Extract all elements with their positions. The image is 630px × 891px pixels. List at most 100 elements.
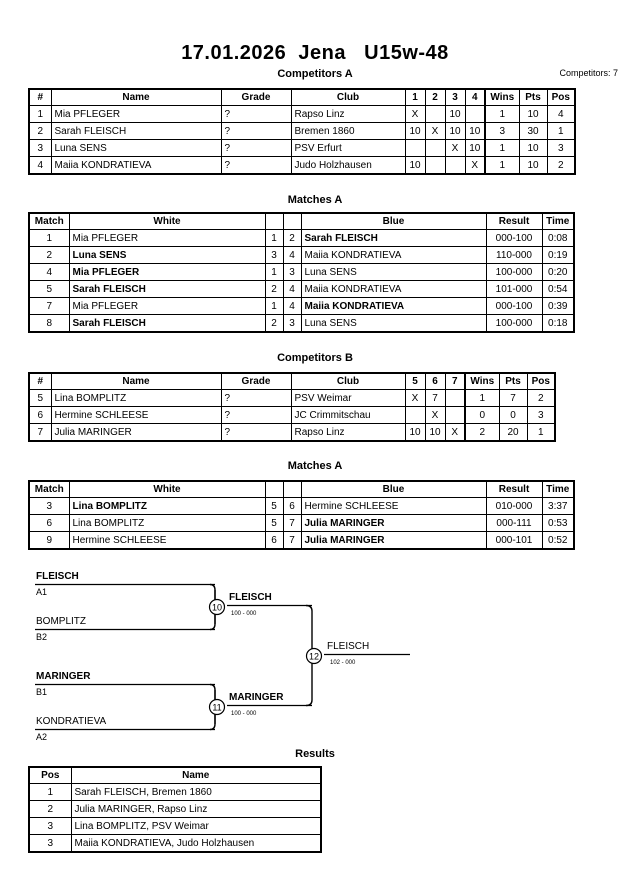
- cell-grade: ?: [220, 105, 292, 123]
- cell-name: Luna SENS: [50, 139, 222, 157]
- bracket-match-number-final: 12: [309, 652, 319, 662]
- cell-club: PSV Weimar: [290, 389, 406, 407]
- col-opp-3: 3: [444, 88, 466, 106]
- col-pts: Pts: [498, 372, 528, 390]
- cell-time: 0:39: [541, 297, 575, 315]
- cell-match-number: 3: [28, 497, 70, 515]
- bracket-entrant-seed-2: B1: [36, 687, 47, 697]
- col-grade: Grade: [220, 372, 292, 390]
- col-white-num: [264, 480, 284, 498]
- cell-position: 1: [28, 783, 72, 801]
- cell-blue-competitor: Maiia KONDRATIEVA: [300, 246, 487, 264]
- competitors-b-caption: Competitors B: [277, 352, 353, 364]
- cell-result: 000-101: [485, 531, 543, 550]
- col-time: Time: [541, 212, 575, 230]
- cell-num: 7: [28, 423, 52, 442]
- cell-pos: 1: [526, 423, 556, 442]
- cell-opponent-result: X: [404, 389, 426, 407]
- cell-num: 5: [28, 389, 52, 407]
- bracket-entrant-name-0: FLEISCH: [36, 571, 79, 582]
- cell-match-number: 7: [28, 297, 70, 315]
- bracket-entrant-seed-3: A2: [36, 732, 47, 741]
- col-name: Name: [70, 766, 322, 784]
- cell-num: 3: [28, 139, 52, 157]
- page-title: 17.01.2026 Jena U15w-48: [181, 42, 449, 64]
- cell-name: Hermine SCHLEESE: [50, 406, 222, 424]
- cell-blue-seed: 3: [282, 314, 302, 333]
- cell-match-number: 2: [28, 246, 70, 264]
- cell-pts: 0: [498, 406, 528, 424]
- cell-time: 3:37: [541, 497, 575, 515]
- cell-blue-seed: 3: [282, 263, 302, 281]
- col-opp-5: 5: [404, 372, 426, 390]
- cell-grade: ?: [220, 389, 292, 407]
- col-opp-1: 1: [404, 88, 426, 106]
- cell-white-seed: 2: [264, 280, 284, 298]
- col-opp-7: 7: [444, 372, 466, 390]
- cell-blue-competitor: Julia MARINGER: [300, 531, 487, 550]
- cell-time: 0:18: [541, 314, 575, 333]
- cell-match-number: 1: [28, 229, 70, 247]
- cell-wins: 1: [484, 105, 520, 123]
- cell-num: 6: [28, 406, 52, 424]
- col-white: White: [68, 212, 266, 230]
- cell-blue-competitor: Maiia KONDRATIEVA: [300, 280, 487, 298]
- cell-match-number: 4: [28, 263, 70, 281]
- cell-match-number: 8: [28, 314, 70, 333]
- bracket-match-number-1: 11: [212, 703, 221, 713]
- cell-result: 000-100: [485, 229, 543, 247]
- cell-result: 100-000: [485, 263, 543, 281]
- cell-blue-seed: 7: [282, 531, 302, 550]
- col-opp-2: 2: [424, 88, 446, 106]
- col-result: Result: [485, 480, 543, 498]
- cell-pts: 10: [518, 139, 548, 157]
- cell-num: 4: [28, 156, 52, 175]
- cell-blue-seed: 2: [282, 229, 302, 247]
- cell-white-seed: 1: [264, 229, 284, 247]
- cell-white-competitor: Lina BOMPLITZ: [68, 497, 266, 515]
- cell-name: Lina BOMPLITZ: [50, 389, 222, 407]
- cell-opponent-result: [404, 139, 426, 157]
- cell-position: 3: [28, 817, 72, 835]
- cell-pts: 10: [518, 105, 548, 123]
- col-blue: Blue: [300, 480, 487, 498]
- cell-pos: 2: [526, 389, 556, 407]
- cell-pos: 1: [546, 122, 576, 140]
- cell-name: Mia PFLEGER: [50, 105, 222, 123]
- cell-result: 010-000: [485, 497, 543, 515]
- cell-white-competitor: Lina BOMPLITZ: [68, 514, 266, 532]
- cell-pos: 2: [546, 156, 576, 175]
- bracket-final-score: 102 - 000: [330, 660, 356, 666]
- cell-grade: ?: [220, 406, 292, 424]
- col-opp-6: 6: [424, 372, 446, 390]
- col-club: Club: [290, 372, 406, 390]
- cell-blue-seed: 7: [282, 514, 302, 532]
- cell-wins: 1: [484, 139, 520, 157]
- cell-pos: 3: [526, 406, 556, 424]
- cell-white-competitor: Mia PFLEGER: [68, 229, 266, 247]
- bracket-match-number-0: 10: [212, 603, 222, 613]
- bracket-entrant-name-2: MARINGER: [36, 671, 91, 682]
- table-header-row: Pos Name: [28, 766, 322, 784]
- cell-grade: ?: [220, 122, 292, 140]
- cell-opponent-result: 10: [464, 122, 486, 140]
- cell-blue-seed: 6: [282, 497, 302, 515]
- bracket-semifinal-score-1: 100 - 000: [231, 711, 257, 717]
- cell-num: 2: [28, 122, 52, 140]
- cell-opponent-result: 7: [424, 389, 446, 407]
- bracket-match-circle-12: [305, 647, 323, 665]
